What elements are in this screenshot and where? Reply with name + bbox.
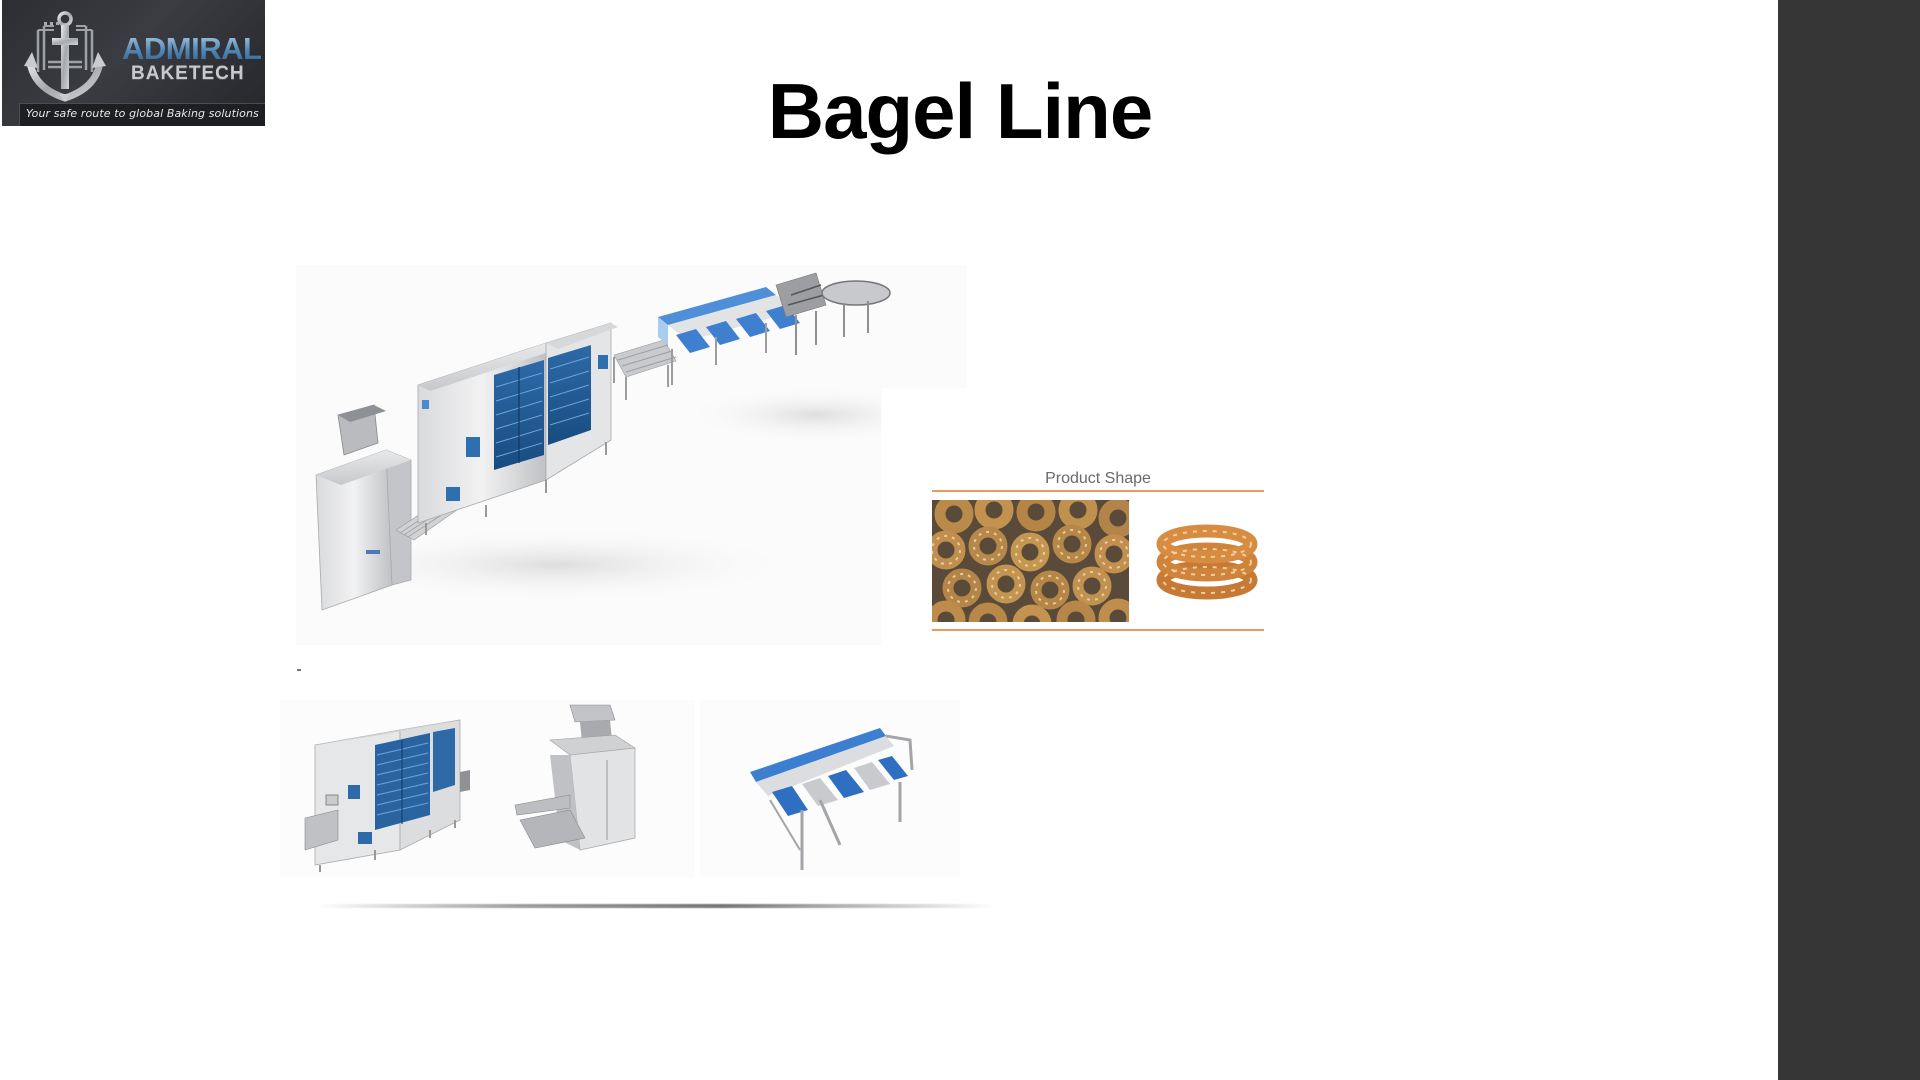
strip-shadow-line [315, 904, 995, 908]
side-panel [1778, 0, 1920, 1080]
slide-title-text: Bagel Line [767, 67, 1153, 155]
product-shape-top-rule [932, 490, 1264, 492]
bagels-tray-photo [932, 500, 1129, 622]
anchor-icon [24, 11, 106, 102]
slide: ADMIRAL BAKETECH Your safe route to glob… [2, 0, 1266, 908]
bagel-line-image [296, 265, 967, 645]
product-shape-panel: Product Shape [930, 465, 1266, 635]
machines-strip-image [280, 700, 960, 878]
production-line-illustration [296, 272, 956, 611]
slide-title: Bagel Line [0, 66, 1920, 157]
logo-tagline-band [19, 103, 265, 126]
product-shape-bottom-rule [932, 629, 1264, 631]
stacked-bagels-photo [1155, 522, 1259, 602]
company-logo: ADMIRAL BAKETECH Your safe route to glob… [2, 0, 265, 126]
conveyor-table-panel [700, 700, 960, 878]
stacked-simit-illustration [1156, 524, 1258, 600]
stray-mark [297, 669, 301, 671]
logo-brand-subname: BAKETECH [131, 63, 245, 84]
logo-tagline: Your safe route to global Baking solutio… [26, 107, 259, 120]
machines-illustration [304, 704, 914, 872]
bagel-rings-illustration [932, 500, 1129, 622]
logo-brand-name: ADMIRAL [122, 31, 262, 66]
product-shape-label: Product Shape [1045, 470, 1151, 487]
